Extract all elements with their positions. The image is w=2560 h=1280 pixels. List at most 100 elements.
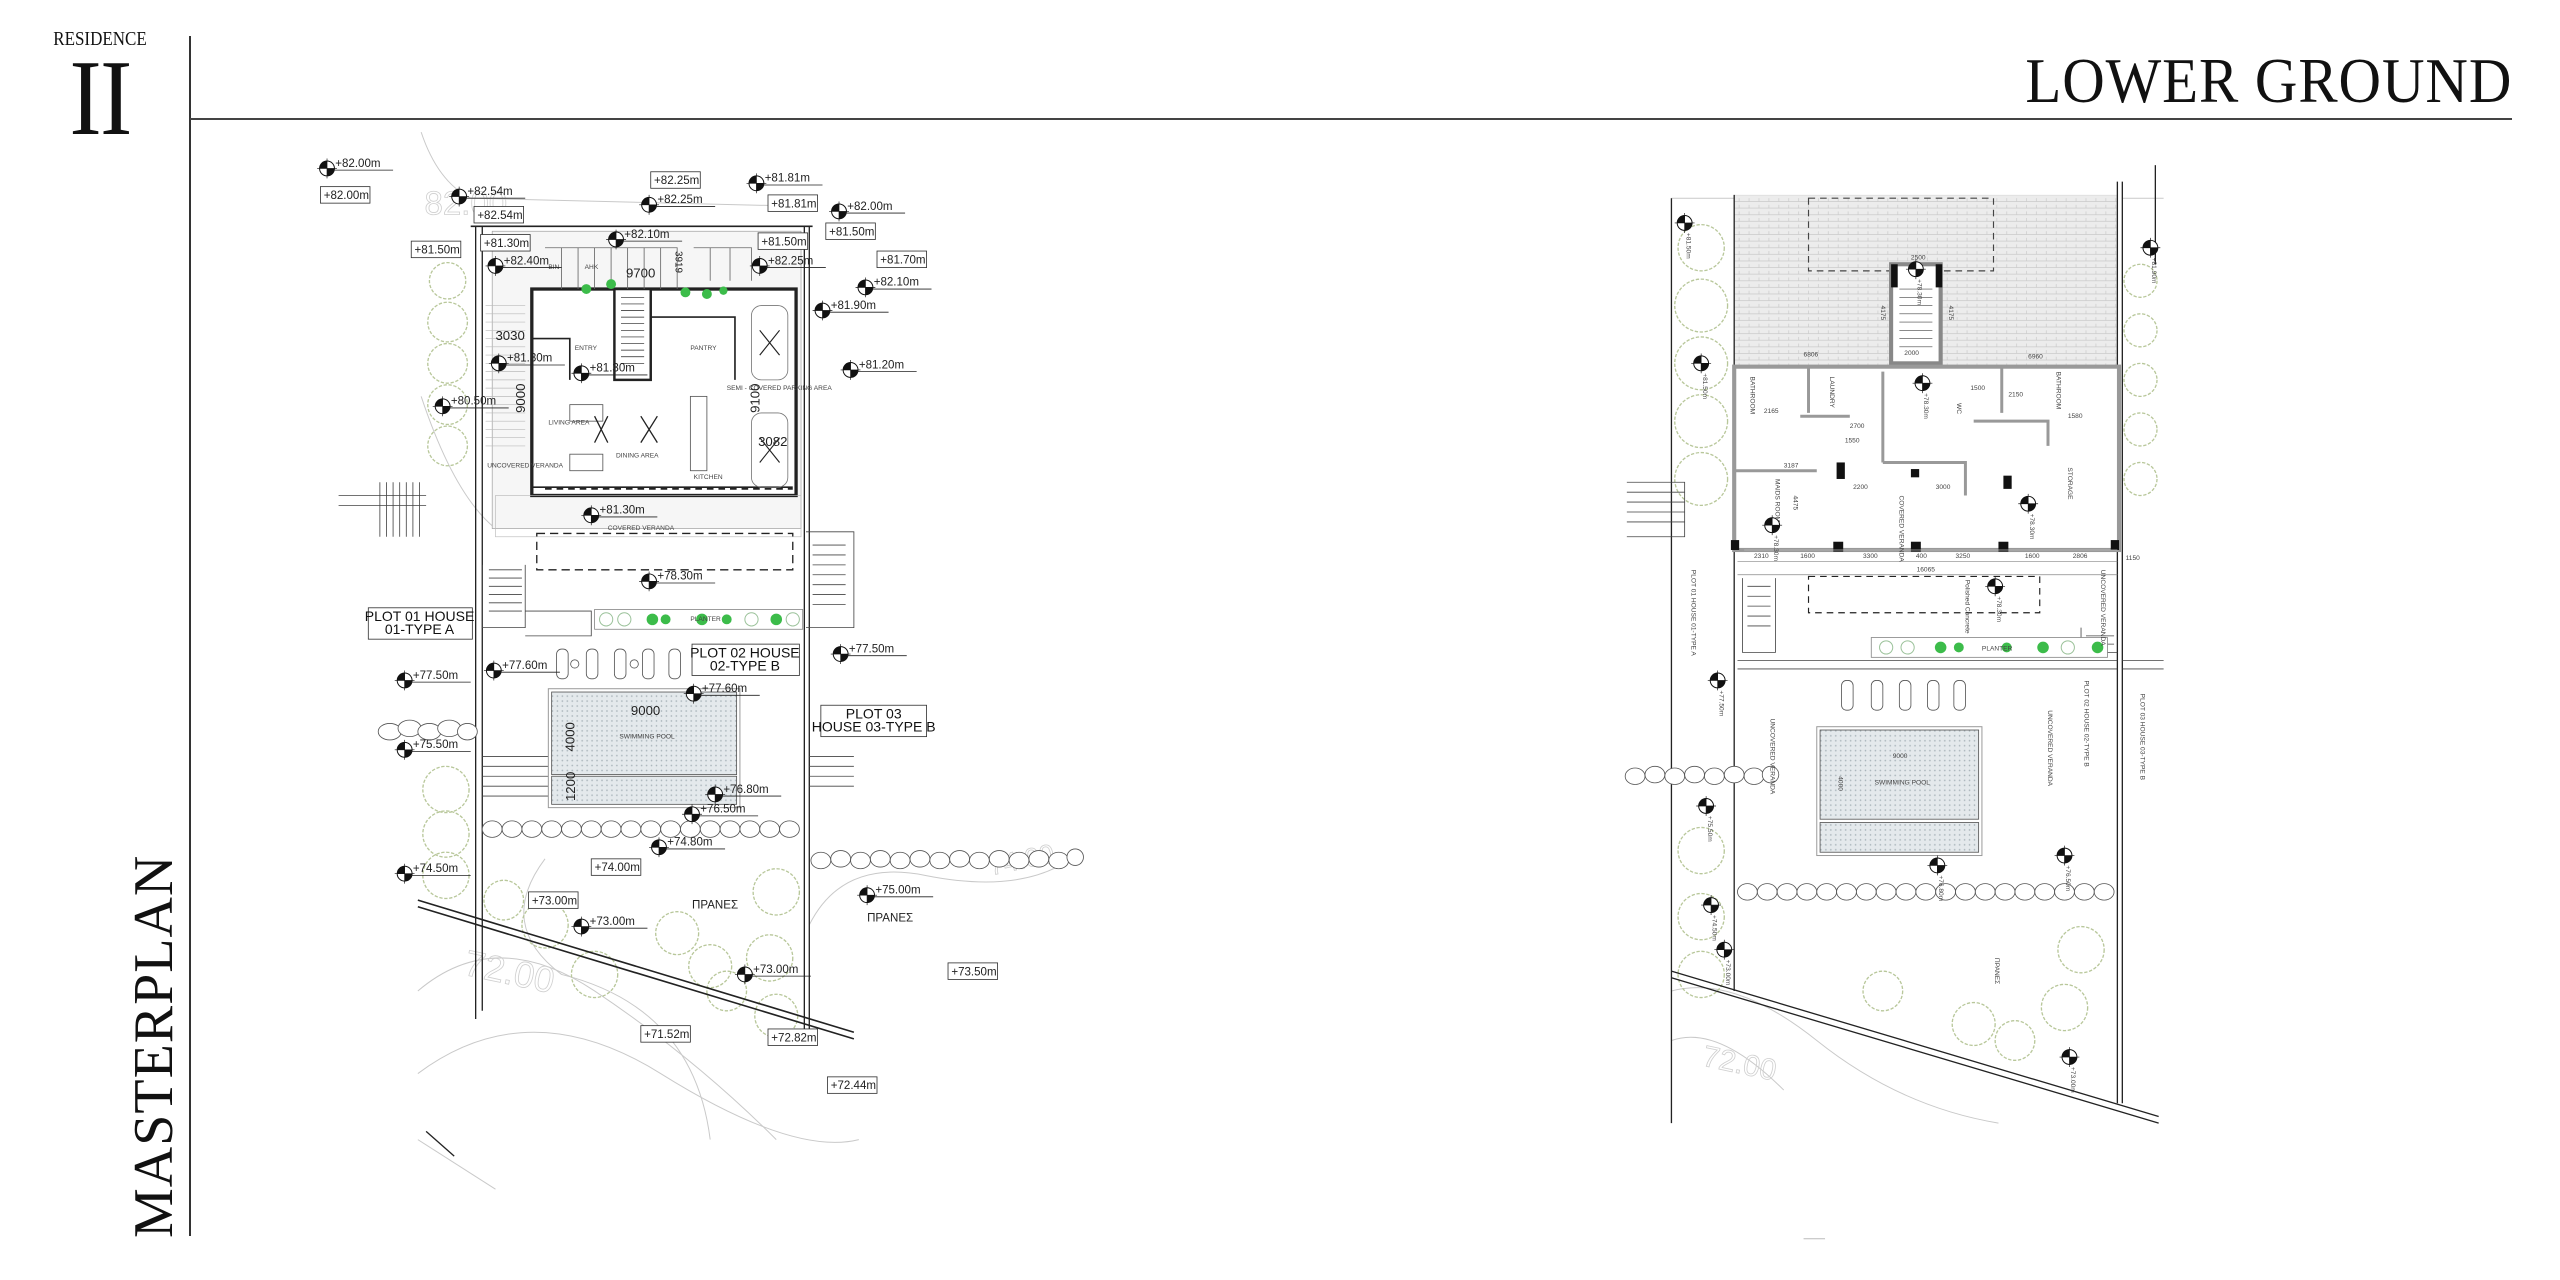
- r-room-storage: STORAGE: [2066, 467, 2073, 500]
- r-room-uncovered-veranda: UNCOVERED VERANDA: [2099, 570, 2106, 646]
- r-dim-4175b: 4175: [1947, 306, 1954, 321]
- header-rule: [190, 118, 2512, 120]
- elevation-label: +76.50m: [700, 804, 745, 816]
- room-label-pool: SWIMMING POOL: [619, 733, 675, 740]
- room-label-kitchen: KITCHEN: [694, 474, 723, 481]
- elevation-label: +77.50m: [1717, 690, 1724, 716]
- r-dim-4175a: 4175: [1879, 306, 1886, 321]
- planter-right: [1870, 637, 2108, 658]
- elevation-marker: +78.30m: [1761, 514, 1783, 561]
- r-room-maids: MAIDS ROOM: [1773, 479, 1780, 522]
- elevation-label: +81.30m: [590, 363, 635, 375]
- dim-9700: 9700: [626, 265, 655, 280]
- elevation-label: +81.81m: [765, 173, 810, 185]
- r-dim-2165: 2165: [1764, 408, 1779, 415]
- level-marker-icon: [638, 194, 660, 216]
- right-floor-plan: 72.00: [1624, 165, 2164, 1124]
- r-dim-1600b: 1600: [2025, 553, 2040, 560]
- elevation-label: +73.00m: [590, 916, 635, 928]
- plot-01-line1: PLOT 01 HOUSE: [365, 608, 475, 624]
- stone-walls: [377, 719, 1084, 870]
- elevation-marker: +76.50m: [2053, 844, 2076, 892]
- slope-label-2: ΠΡΑΝΕΣ: [867, 913, 913, 925]
- elevation-label: +76.50m: [2064, 865, 2071, 891]
- contour-lines-right: [1671, 197, 2164, 1124]
- vertical-divider: [189, 36, 191, 1236]
- r-room-wc: WC: [1955, 403, 1962, 414]
- elevation-label: +82.40m: [504, 255, 549, 267]
- dim-3919: 3919: [673, 251, 684, 274]
- elevation-marker: +80.50m: [431, 395, 509, 418]
- elevation-label: +78.30m: [1922, 393, 1929, 419]
- r-polished-concrete: Polished Concrete: [1963, 580, 1970, 634]
- r-dim-2000: 2000: [1904, 350, 1919, 357]
- elevation-label: +82.10m: [874, 277, 919, 289]
- r-dimensions: 16065 2310 1600 3300 400 3250 1600 2806 …: [1754, 254, 2140, 791]
- elevation-marker: +74.50m: [1700, 894, 1722, 941]
- r-pool-width: 4000: [1836, 776, 1843, 791]
- contour-lines: [417, 131, 1058, 1190]
- boxed-levels: +82.00m +82.54m +82.25m +81.81m +81.50m +81.3…: [320, 171, 998, 1094]
- r-dim-total: 16065: [1917, 566, 1936, 573]
- r-pool: SWIMMING POOL: [1875, 780, 1931, 787]
- r-dim-1550: 1550: [1845, 438, 1860, 445]
- r-dim-2806: 2806: [2073, 553, 2088, 560]
- elevation-marker: +74.50m: [393, 862, 471, 885]
- elevation-marker: +73.00m: [1713, 938, 1736, 986]
- level-marker-icon: [829, 643, 852, 665]
- trees: [422, 261, 801, 1038]
- level-marker-icon: [2053, 844, 2076, 867]
- swimming-pool-right: [1816, 726, 1983, 857]
- r-dim-6960: 6960: [2028, 353, 2043, 360]
- elevation-marker: +77.60m: [682, 682, 760, 705]
- level-marker-icon: [1673, 212, 1696, 234]
- boxed-level-label: +82.25m: [654, 175, 699, 187]
- boxed-level: +81.50m: [410, 240, 462, 259]
- elevation-marker: +73.00m: [2058, 1046, 2081, 1093]
- house-lower-ground: [1730, 262, 2122, 614]
- level-marker-icon: [638, 570, 660, 593]
- elevation-label: +82.25m: [657, 194, 702, 206]
- level-marker-icon: [854, 276, 877, 299]
- boxed-level-label: +82.00m: [324, 190, 369, 202]
- elevation-label: +81.20m: [859, 359, 904, 371]
- plot-boundaries-right: [1670, 165, 2159, 1124]
- level-marker-icon: [1700, 894, 1722, 916]
- trees-right: [1674, 223, 2158, 1061]
- boxed-level-label: +81.81m: [771, 198, 816, 210]
- elevation-marker: +73.00m: [570, 915, 648, 938]
- level-marker-icon: [2139, 237, 2162, 259]
- room-label-pantry: PANTRY: [690, 345, 717, 352]
- r-dim-3187: 3187: [1784, 462, 1799, 469]
- r-room-bathroom-1: BATHROOM: [1749, 377, 1756, 415]
- contour-label-72-right: 72.00: [1700, 1040, 1780, 1088]
- elevation-marker: +75.50m: [1695, 795, 1717, 842]
- level-marker-icon: [745, 172, 768, 195]
- elevation-marker: +77.60m: [483, 659, 560, 682]
- elevation-marker: +82.00m: [316, 157, 394, 180]
- level-marker-icon: [570, 915, 593, 938]
- elevation-marker: +78.30m: [638, 570, 716, 593]
- level-marker-icon: [839, 359, 862, 381]
- boxed-level: +82.54m: [473, 206, 524, 224]
- elevation-marker: +81.90m: [811, 299, 889, 322]
- boxed-level-label: +81.50m: [829, 226, 874, 238]
- dim-9000: 9000: [513, 384, 528, 413]
- elevation-marker: +82.40m: [484, 255, 562, 277]
- level-marker-icon: [1690, 352, 1712, 375]
- boxed-level-label: +81.30m: [484, 238, 529, 250]
- boxed-level-label: +73.00m: [532, 895, 577, 907]
- elevation-label: +74.50m: [1711, 915, 1718, 941]
- level-marker-icon: [828, 200, 850, 223]
- elevation-marker: +76.50m: [681, 803, 759, 825]
- plot-03-line2: HOUSE 03-TYPE B: [812, 719, 936, 735]
- r-dim-6806: 6806: [1804, 352, 1819, 359]
- boxed-level-label: +72.82m: [771, 1032, 816, 1044]
- boxed-level-label: +73.50m: [951, 966, 996, 978]
- r-dim-3300: 3300: [1863, 553, 1878, 560]
- elevation-marker: +78.30m: [2017, 493, 2039, 540]
- exterior-stairs: [338, 482, 855, 797]
- elevation-label: +75.00m: [875, 885, 920, 897]
- r-planter: PLANTER: [1982, 646, 2013, 653]
- room-label-dining: DINING AREA: [616, 452, 659, 459]
